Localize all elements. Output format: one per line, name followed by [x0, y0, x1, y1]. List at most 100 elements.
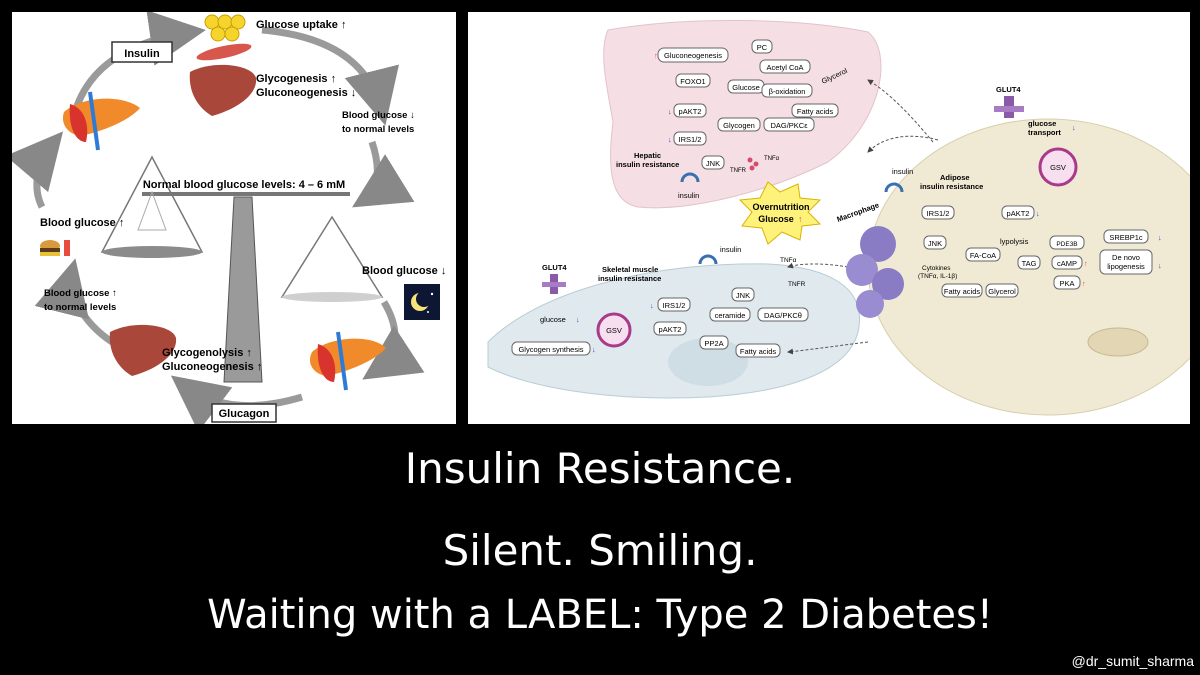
foxo1-node: FOXO1 — [680, 77, 705, 86]
gluconeogenesis-down-label: Gluconeogenesis ↓ — [256, 87, 356, 99]
up-arrow-icon: ↑ — [1082, 279, 1086, 288]
gsv-adipose-label: GSV — [1050, 163, 1066, 172]
fatty-acids-muscle-node: Fatty acids — [740, 347, 777, 356]
cycle-arrow-5 — [170, 375, 304, 424]
pp2a-node: PP2A — [704, 339, 723, 348]
insulin-receptor-liver-icon — [680, 172, 700, 183]
adipocyte-nucleus — [1087, 327, 1149, 357]
glut4-muscle-label: GLUT4 — [542, 263, 567, 272]
down-arrow-icon: ↓ — [592, 345, 596, 354]
up-arrow-icon: ↑ — [654, 51, 658, 60]
glucose-star-label: Glucose — [758, 214, 794, 224]
macrophage-label: Macrophage — [836, 200, 881, 224]
pka-node: PKA — [1059, 279, 1074, 288]
burger-icon — [40, 240, 70, 256]
dashed-arrow-2 — [867, 135, 939, 153]
down-arrow-icon: ↓ — [668, 135, 672, 144]
down-arrow-icon: ↓ — [1158, 233, 1162, 242]
pakt2-muscle-node: pAKT2 — [659, 325, 682, 334]
insulin-resistance-mechanism-diagram: Gluconeogenesis PC Acetyl CoA Glycerol F… — [468, 12, 1190, 424]
de-novo-2: lipogenesis — [1107, 262, 1145, 271]
pakt2-liver-node: pAKT2 — [679, 107, 702, 116]
to-normal-label: to normal levels — [342, 124, 414, 135]
liver-icon-top — [189, 64, 257, 116]
overnutrition-star-icon — [738, 181, 822, 245]
night-moon-icon — [404, 284, 440, 320]
insulin-muscle-node: insulin — [720, 245, 741, 254]
muscle-nucleus — [668, 338, 748, 386]
author-handle: @dr_sumit_sharma — [1071, 653, 1194, 669]
liver-icon-bottom — [109, 324, 177, 376]
beta-oxidation-node: β-oxidation — [769, 87, 806, 96]
blood-glucose-up-label: Blood glucose ↑ — [40, 217, 124, 229]
insulin-receptor-adipose-icon — [884, 182, 904, 193]
gluconeogenesis-up-label: Gluconeogenesis ↑ — [162, 361, 262, 373]
gsv-muscle-icon — [596, 312, 632, 348]
balance-scale — [100, 155, 384, 383]
down-arrow-icon: ↓ — [1158, 261, 1162, 270]
gluconeogenesis-node: Gluconeogenesis — [664, 51, 722, 60]
tnfa-muscle-node: TNFα — [780, 257, 797, 264]
caption-line-3: Waiting with a LABEL: Type 2 Diabetes! — [207, 592, 993, 638]
muscle-pathway: insulin TNFα TNFR GLUT4 Skeletal muscle … — [511, 245, 809, 358]
insulin-label: Insulin — [124, 48, 160, 60]
cycle-arrow-4 — [362, 300, 425, 380]
glucagon-box — [211, 403, 277, 423]
fatty-acids-liver-node: Fatty acids — [797, 107, 834, 116]
glucose-liver-node: Glucose — [732, 83, 760, 92]
glucose-homeostasis-diagram: Insulin Glucose uptake ↑ Glycogenesis ↑ … — [12, 12, 456, 424]
glucose-transport-2: transport — [1028, 128, 1061, 137]
ceramide-node: ceramide — [715, 311, 746, 320]
up-arrow-icon: ↑ — [1084, 259, 1088, 268]
dashed-arrow-1 — [867, 79, 934, 143]
pde3b-node: PDE3B — [1056, 241, 1077, 248]
tnfa-liver-node: TNFα — [764, 156, 780, 162]
pancreas-icon-bottom — [309, 331, 386, 391]
glut4-adipose-label: GLUT4 — [996, 85, 1021, 94]
up-arrow-icon: ↑ — [798, 214, 803, 224]
adipose-ir-2: insulin resistance — [920, 182, 983, 191]
jnk-liver-node: JNK — [706, 159, 720, 168]
fa-coa-node: FA-CoA — [970, 251, 996, 260]
blood-glucose-up-normal-label: Blood glucose ↑ — [44, 288, 117, 299]
caption-line-2: Silent. Smiling. — [442, 526, 758, 575]
acetyl-coa-node: Acetyl CoA — [766, 63, 803, 72]
adipose-ir-1: Adipose — [940, 173, 970, 182]
liver-pathway: Gluconeogenesis PC Acetyl CoA Glycerol F… — [616, 39, 849, 200]
jnk-adipose-node: JNK — [928, 239, 942, 248]
srebp1c-node: SREBP1c — [1109, 233, 1143, 242]
lypolysis-node: lypolysis — [1000, 237, 1029, 246]
skeletal-ir-2: insulin resistance — [598, 274, 661, 283]
insulin-liver-node: insulin — [678, 191, 699, 200]
tag-node: TAG — [1022, 259, 1037, 268]
irs-muscle-node: IRS1/2 — [663, 301, 686, 310]
blood-glucose-down-right-label: Blood glucose ↓ — [362, 265, 446, 277]
blood-glucose-down-label: Blood glucose ↓ — [342, 110, 415, 121]
jnk-muscle-node: JNK — [736, 291, 750, 300]
down-arrow-icon: ↓ — [1072, 123, 1076, 132]
cycle-arrow-7 — [12, 131, 64, 209]
dashed-arrow-4 — [787, 262, 849, 269]
fat-cells-icon — [204, 14, 246, 42]
overnutrition-label: Overnutrition — [752, 202, 809, 212]
glycogenolysis-label: Glycogenolysis ↑ — [162, 347, 252, 359]
pancreas-icon-top — [62, 91, 140, 151]
cycle-arrow-3 — [352, 140, 415, 208]
de-novo-1: De novo — [1112, 253, 1140, 262]
cycle-arrow-6 — [34, 258, 114, 345]
caption-line-1: Insulin Resistance. — [404, 444, 796, 493]
dag-pkce-node: DAG/PKCε — [770, 121, 808, 130]
glycogen-liver-node: Glycogen — [723, 121, 755, 130]
fatty-acids-adipose-node: Fatty acids — [944, 287, 981, 296]
liver-tissue — [603, 19, 882, 209]
insulin-receptor-muscle-icon — [698, 254, 718, 265]
dashed-arrow-3 — [787, 341, 869, 355]
adipose-pathway: GLUT4 glucose transport ↓ GSV insulin Ad… — [884, 85, 1162, 298]
normal-levels-label: Normal blood glucose levels: 4 – 6 mM — [143, 179, 345, 191]
glycogenesis-label: Glycogenesis ↑ — [256, 73, 336, 85]
glycogen-synthesis-node: Glycogen synthesis — [518, 345, 583, 354]
glucose-transport-1: glucose — [1028, 119, 1056, 128]
hepatic-ir-1: Hepatic — [634, 151, 661, 160]
insulin-box — [111, 41, 173, 63]
down-arrow-icon: ↓ — [1036, 209, 1040, 218]
